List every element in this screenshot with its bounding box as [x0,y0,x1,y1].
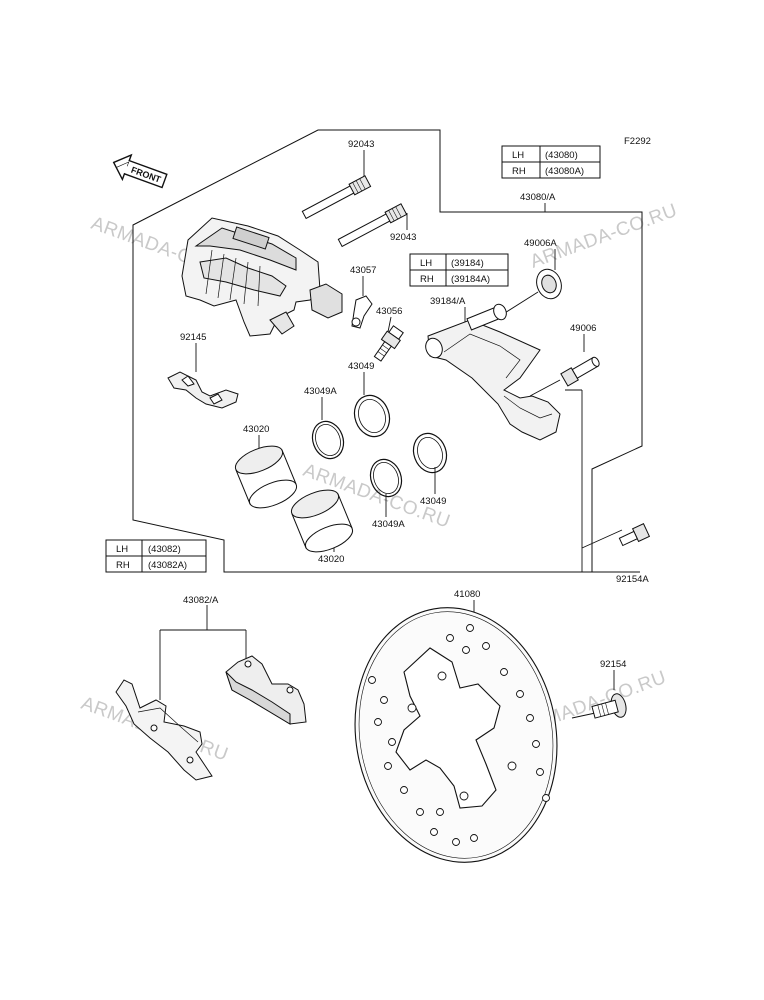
table-43082-lh-code: (43082) [148,544,181,555]
caliper-body [181,217,343,337]
brake-disc-41080 [354,607,558,863]
table-39184-lh: LH [420,258,432,269]
label-92043-b: 92043 [390,232,416,243]
brake-pad-left [115,679,213,781]
label-43080a: 43080/A [520,192,556,203]
seal-43049a-lower [369,458,403,498]
table-43080-lh-code: (43080) [545,150,578,161]
pin-49006 [560,356,600,387]
seal-43049a-upper [311,420,345,460]
piston-43020-lower [290,489,354,553]
table-43080-lh: LH [512,150,524,161]
piston-43020-upper [234,445,298,509]
label-41080: 41080 [454,589,480,600]
table-43082-rh: RH [116,560,130,571]
table-43080-rh: RH [512,166,526,177]
figure-code: F2292 [624,136,651,147]
seal-43049-upper [353,394,391,438]
label-43057: 43057 [350,265,376,276]
table-39184: LH (39184) RH (39184A) [409,253,509,287]
label-92154: 92154 [600,659,626,670]
bracket-39184 [425,303,561,441]
table-39184-rh: RH [420,274,434,285]
table-43082-lh: LH [116,544,128,555]
part-92145 [167,371,239,409]
label-43082a: 43082/A [183,595,219,606]
pin-92043-lower [337,203,408,248]
label-49006: 49006 [570,323,596,334]
label-92043-a: 92043 [348,139,374,150]
label-92145: 92145 [180,332,206,343]
table-43080: LH (43080) RH (43080A) [501,145,601,179]
pin-92043-upper [301,175,372,220]
label-39184a: 39184/A [430,296,466,307]
label-43049a-b: 43049A [372,519,405,530]
label-43049-b: 43049 [420,496,446,507]
label-43020-b: 43020 [318,554,344,565]
caliper-assembly-outline [132,129,643,573]
seal-49006a [536,268,562,300]
leader-49006-to-bracket [529,379,561,397]
brake-pad-right [225,655,307,725]
bolt-92154a [618,523,651,547]
label-43049-a: 43049 [348,361,374,372]
part-labels: 92043 92043 43057 43056 92145 43049 4304… [180,139,649,670]
table-39184-lh-code: (39184) [451,258,484,269]
table-43082-rh-code: (43082A) [148,560,187,571]
table-43082: LH (43082) RH (43082A) [105,539,207,573]
table-39184-rh-code: (39184A) [451,274,490,285]
seal-43049-lower [412,432,448,474]
label-43020-a: 43020 [243,424,269,435]
table-43080-rh-code: (43080A) [545,166,584,177]
bolt-92154 [591,693,627,719]
part-43057 [351,295,373,329]
label-43049a-a: 43049A [304,386,337,397]
label-43056: 43056 [376,306,402,317]
watermark-2: ARMADA-CO.RU [528,200,681,273]
label-49006a: 49006A [524,238,557,249]
front-arrow-icon: FRONT [112,153,168,189]
label-92154a: 92154A [616,574,649,585]
part-43056 [373,325,404,362]
